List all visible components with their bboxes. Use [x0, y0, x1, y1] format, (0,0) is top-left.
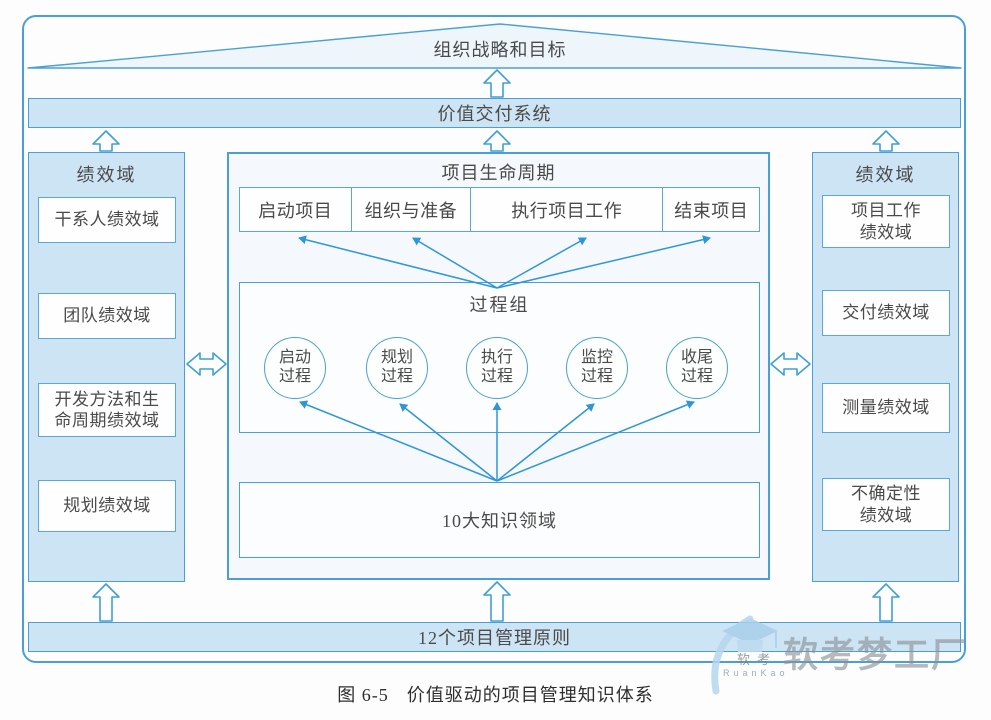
left-item-devmethod-lifecycle: 开发方法和生 命周期绩效域	[38, 383, 176, 437]
knowledge-area-box: 10大知识领域	[239, 482, 760, 558]
item-label: 测量绩效域	[842, 398, 930, 418]
circle-label: 收尾	[680, 349, 713, 367]
value-delivery-band: 价值交付系统	[28, 98, 961, 128]
process-circle-initiating: 启动 过程	[264, 337, 326, 399]
item-label: 交付绩效域	[842, 303, 930, 323]
figure-title: 价值驱动的项目管理知识体系	[406, 685, 654, 705]
watermark-logo-subtext: RuanKao	[723, 668, 789, 678]
circle-label: 执行	[480, 349, 513, 367]
figure-number: 图 6-5	[337, 685, 389, 705]
phase-cell-execute: 执行项目工作	[470, 188, 662, 231]
value-delivery-label: 价值交付系统	[437, 104, 552, 124]
principles-band: 12个项目管理原则	[28, 622, 961, 652]
item-label: 规划绩效域	[63, 496, 151, 516]
item-label: 绩效域	[859, 222, 913, 242]
phase-cell-start: 启动项目	[258, 200, 333, 221]
circle-label: 监控	[580, 349, 613, 367]
roof-label: 组织战略和目标	[433, 40, 567, 60]
outer-border	[22, 15, 966, 663]
circle-label: 过程	[580, 368, 613, 385]
process-circle-closing: 收尾 过程	[666, 337, 728, 399]
left-item-planning: 规划绩效域	[38, 480, 176, 532]
item-label: 开发方法和生	[54, 389, 160, 409]
item-label: 命周期绩效域	[54, 411, 160, 430]
circle-label: 过程	[680, 368, 713, 385]
item-label: 项目工作	[851, 201, 921, 221]
principles-label: 12个项目管理原则	[418, 628, 571, 648]
left-item-team: 团队绩效域	[38, 293, 176, 339]
phase-cell-close: 结束项目	[662, 188, 759, 231]
right-panel-title: 绩效域	[855, 165, 916, 185]
process-circle-monitoring: 监控 过程	[566, 337, 628, 399]
watermark-brand-text: 软考梦工厂	[783, 636, 969, 675]
circle-label: 启动	[278, 349, 311, 367]
circle-label: 过程	[480, 368, 513, 385]
right-item-project-work: 项目工作 绩效域	[822, 195, 950, 248]
item-label: 不确定性	[851, 484, 921, 504]
right-item-measurement: 测量绩效域	[822, 383, 950, 433]
item-label: 团队绩效域	[63, 306, 151, 326]
process-group-title: 过程组	[469, 295, 530, 315]
lifecycle-phase-row: 启动项目 组织与准备 执行项目工作 结束项目	[239, 187, 760, 232]
circle-label: 过程	[380, 368, 413, 385]
watermark-logo-label: 软考	[737, 652, 778, 667]
lifecycle-title: 项目生命周期	[441, 163, 556, 183]
left-item-stakeholder: 干系人绩效域	[38, 197, 176, 243]
right-item-delivery: 交付绩效域	[822, 290, 950, 336]
circle-label: 规划	[380, 349, 413, 367]
circle-label: 过程	[278, 368, 311, 385]
process-circle-executing: 执行 过程	[466, 337, 528, 399]
phase-cell-organize: 组织与准备	[350, 188, 471, 231]
knowledge-area-label: 10大知识领域	[442, 511, 557, 531]
item-label: 绩效域	[859, 505, 913, 525]
left-panel-title: 绩效域	[76, 165, 137, 185]
figure-caption: 图 6-5 价值驱动的项目管理知识体系	[0, 681, 991, 707]
item-label: 干系人绩效域	[54, 210, 160, 230]
process-circle-planning: 规划 过程	[366, 337, 428, 399]
right-item-uncertainty: 不确定性 绩效域	[822, 478, 950, 531]
